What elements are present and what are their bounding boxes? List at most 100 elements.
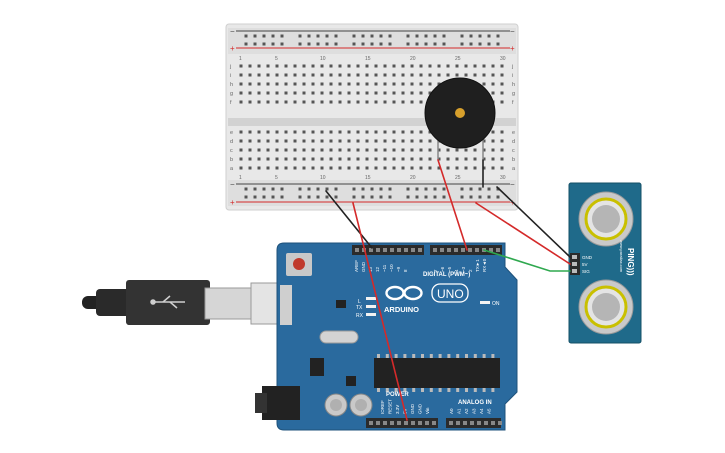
breadboard-hole[interactable] [257,82,261,86]
breadboard-hole[interactable] [284,139,288,143]
usb-cable[interactable] [82,280,282,325]
breadboard-hole[interactable] [248,82,252,86]
breadboard-hole[interactable] [455,148,459,152]
rail-hole[interactable] [316,187,320,191]
breadboard-hole[interactable] [491,166,495,170]
breadboard-hole[interactable] [491,139,495,143]
breadboard-hole[interactable] [455,73,459,77]
sensor-pin[interactable] [572,269,577,273]
breadboard-hole[interactable] [392,148,396,152]
breadboard-hole[interactable] [482,148,486,152]
breadboard-hole[interactable] [455,166,459,170]
breadboard-hole[interactable] [347,100,351,104]
header-pin[interactable] [498,421,502,425]
rail-hole[interactable] [280,42,284,46]
breadboard-hole[interactable] [401,148,405,152]
breadboard-hole[interactable] [347,166,351,170]
breadboard-hole[interactable] [266,157,270,161]
header-pin[interactable] [383,248,387,252]
breadboard-hole[interactable] [437,64,441,68]
breadboard-hole[interactable] [374,148,378,152]
header-pin[interactable] [491,421,495,425]
breadboard-hole[interactable] [320,73,324,77]
breadboard-hole[interactable] [428,91,432,95]
breadboard-hole[interactable] [284,64,288,68]
breadboard-hole[interactable] [392,64,396,68]
breadboard-hole[interactable] [419,91,423,95]
breadboard-hole[interactable] [437,166,441,170]
rail-hole[interactable] [415,187,419,191]
rail-hole[interactable] [424,34,428,38]
breadboard-hole[interactable] [293,148,297,152]
rail-hole[interactable] [487,34,491,38]
rail-hole[interactable] [379,34,383,38]
breadboard-hole[interactable] [320,148,324,152]
rail-hole[interactable] [460,34,464,38]
breadboard-hole[interactable] [491,157,495,161]
breadboard-holes[interactable] [239,34,504,199]
breadboard-hole[interactable] [329,91,333,95]
rail-hole[interactable] [442,34,446,38]
breadboard-hole[interactable] [410,148,414,152]
breadboard-hole[interactable] [500,148,504,152]
breadboard-hole[interactable] [284,73,288,77]
breadboard-hole[interactable] [320,157,324,161]
breadboard-hole[interactable] [491,91,495,95]
breadboard-hole[interactable] [275,130,279,134]
breadboard-hole[interactable] [446,64,450,68]
breadboard-hole[interactable] [239,139,243,143]
breadboard-hole[interactable] [311,82,315,86]
breadboard-hole[interactable] [428,130,432,134]
breadboard-hole[interactable] [311,139,315,143]
rail-hole[interactable] [316,42,320,46]
breadboard-hole[interactable] [293,100,297,104]
breadboard-hole[interactable] [329,148,333,152]
breadboard-hole[interactable] [383,73,387,77]
rail-hole[interactable] [271,34,275,38]
rail-hole[interactable] [334,195,338,199]
breadboard-hole[interactable] [383,91,387,95]
breadboard-hole[interactable] [302,157,306,161]
rail-hole[interactable] [478,187,482,191]
breadboard-hole[interactable] [374,157,378,161]
breadboard-hole[interactable] [284,157,288,161]
breadboard-hole[interactable] [311,100,315,104]
breadboard-hole[interactable] [428,64,432,68]
rail-hole[interactable] [253,42,257,46]
rail-hole[interactable] [370,187,374,191]
rail-hole[interactable] [406,34,410,38]
breadboard-hole[interactable] [338,157,342,161]
rail-hole[interactable] [307,187,311,191]
breadboard-hole[interactable] [293,139,297,143]
header-pin[interactable] [418,248,422,252]
rail-hole[interactable] [334,34,338,38]
breadboard-hole[interactable] [248,73,252,77]
header-pin[interactable] [369,248,373,252]
breadboard-hole[interactable] [311,166,315,170]
breadboard-hole[interactable] [428,82,432,86]
breadboard-hole[interactable] [419,139,423,143]
rail-hole[interactable] [253,34,257,38]
breadboard-hole[interactable] [284,91,288,95]
breadboard-hole[interactable] [419,157,423,161]
breadboard-hole[interactable] [401,82,405,86]
breadboard-hole[interactable] [482,166,486,170]
breadboard-hole[interactable] [482,73,486,77]
header-pin[interactable] [404,248,408,252]
breadboard-hole[interactable] [347,139,351,143]
breadboard-hole[interactable] [293,64,297,68]
breadboard-hole[interactable] [383,148,387,152]
breadboard-hole[interactable] [347,73,351,77]
rail-hole[interactable] [352,34,356,38]
rail-hole[interactable] [361,42,365,46]
breadboard-hole[interactable] [356,91,360,95]
rail-hole[interactable] [262,187,266,191]
header-pin[interactable] [404,421,408,425]
rail-hole[interactable] [388,42,392,46]
breadboard-hole[interactable] [383,64,387,68]
breadboard-hole[interactable] [275,139,279,143]
breadboard-hole[interactable] [482,82,486,86]
breadboard-hole[interactable] [293,82,297,86]
rail-hole[interactable] [370,34,374,38]
